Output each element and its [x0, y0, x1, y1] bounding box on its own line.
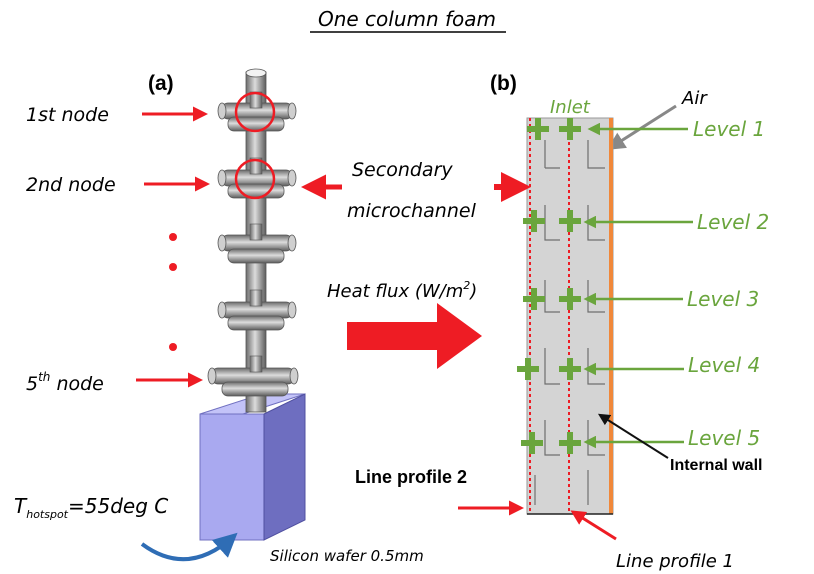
ellipsis-dot: [169, 233, 177, 241]
air-label: Air: [681, 88, 708, 109]
node-1-label: 1st node: [26, 104, 109, 126]
air-arrow: [606, 104, 677, 150]
inlet-label: Inlet: [550, 97, 591, 118]
ellipsis-dot: [169, 343, 177, 351]
level-markers: [517, 118, 581, 454]
level-4: Level 4: [583, 353, 760, 377]
level-5: Level 5: [583, 426, 760, 450]
foam-node-5: [207, 355, 299, 397]
line-profile-2-label: Line profile 2: [355, 467, 467, 487]
foam-node-1: [217, 91, 297, 132]
secondary-label: Secondary: [352, 159, 453, 181]
level-4-label: Level 4: [688, 353, 760, 377]
level-1: Level 1: [587, 117, 765, 141]
microchannel-label: microchannel: [347, 200, 477, 222]
page-title: One column foam: [318, 7, 496, 31]
hotspot-temperature-label: Thotspot=55deg C: [14, 494, 168, 521]
level-3-label: Level 3: [687, 287, 759, 311]
level-3: Level 3: [583, 287, 759, 311]
curved-blue-arrow: [140, 532, 238, 562]
panel-b-label: (b): [490, 72, 517, 95]
line-profile-1-label: Line profile 1: [616, 551, 734, 572]
level-5-label: Level 5: [688, 426, 760, 450]
level-2-label: Level 2: [697, 210, 769, 234]
level-1-label: Level 1: [693, 117, 765, 141]
silicon-wafer-label: Silicon wafer 0.5mm: [270, 547, 424, 565]
silicon-wafer-block: [199, 393, 306, 541]
panel-a-label: (a): [148, 72, 174, 95]
internal-wall-label: Internal wall: [670, 457, 762, 474]
node-2-highlight-circle: [234, 158, 276, 200]
ellipsis-dot: [169, 263, 177, 271]
level-2: Level 2: [583, 210, 769, 234]
heat-flux-label: Heat flux (W/m2): [327, 279, 477, 302]
pipe-top-opening: [245, 68, 267, 78]
line-profile-1-arrow: [570, 510, 617, 541]
internal-walls: [534, 140, 605, 505]
internal-wall-arrow: [597, 413, 669, 459]
heat-flux-arrow: [347, 303, 482, 369]
node-5-label: 5th node: [26, 370, 104, 395]
node-1-highlight-circle: [234, 91, 276, 133]
foam-node-3: [217, 223, 297, 264]
foam-node-4: [217, 289, 297, 331]
node-2-label: 2nd node: [26, 174, 116, 196]
orange-edge-wall: [609, 118, 613, 514]
foam-node-2: [217, 157, 297, 199]
